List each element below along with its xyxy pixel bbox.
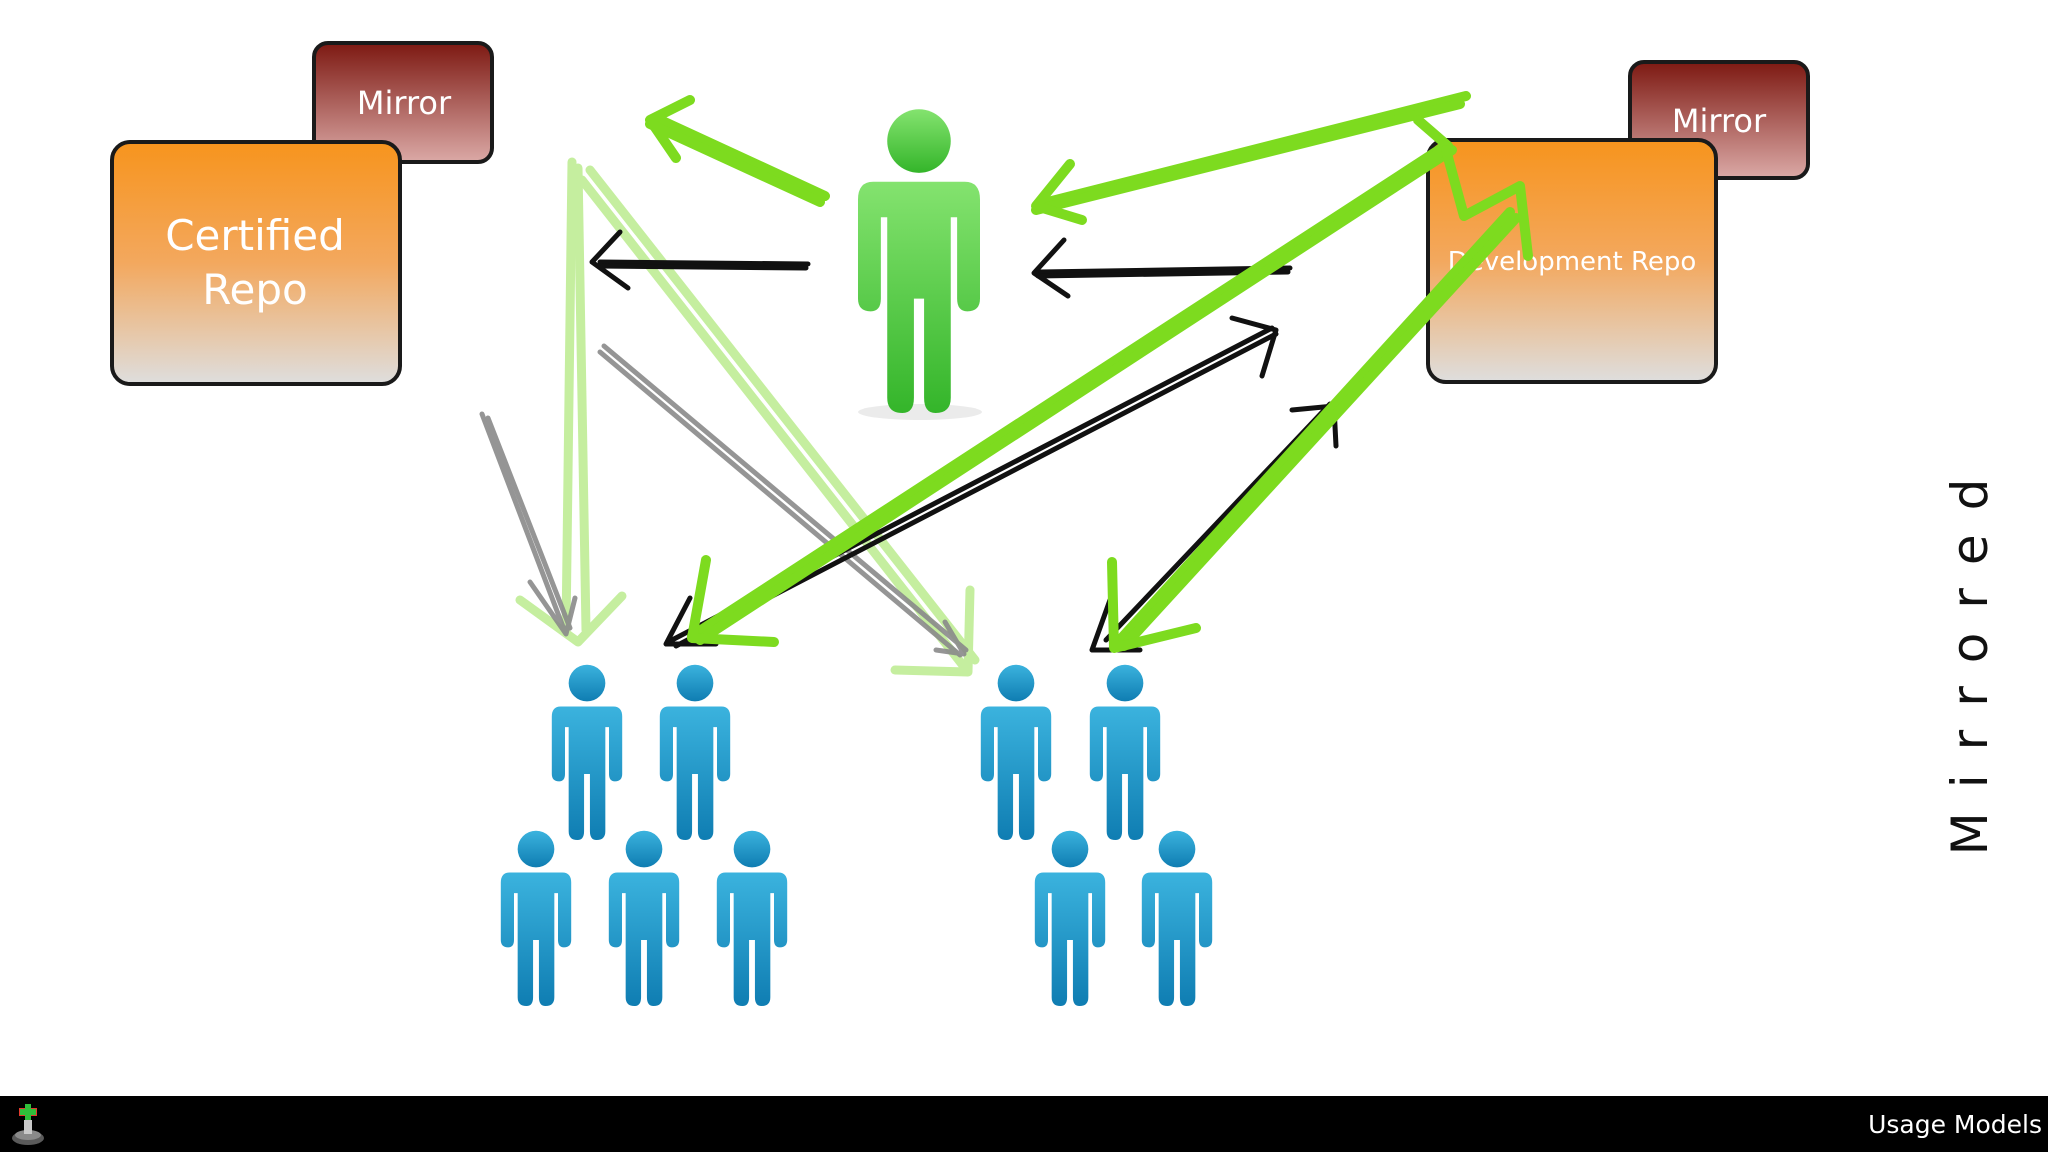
footer-caption: Usage Models [1868, 1110, 2042, 1139]
team-a-person-icon [717, 831, 787, 1006]
certified-repo-box: Certified Repo [112, 142, 400, 384]
arrow-bright-green [650, 96, 1528, 648]
side-title-text: Mirrored [1941, 455, 1999, 856]
development-mirror-label: Mirror [1672, 102, 1767, 140]
certified-repo-group: Mirror Certified Repo [112, 43, 492, 384]
footer-bar: Usage Models [0, 1096, 2048, 1152]
admin-person-icon [858, 109, 982, 420]
team-b-person-icon [1142, 831, 1212, 1006]
team-a-person-icon [501, 831, 571, 1006]
app-plus-icon[interactable] [8, 1104, 48, 1146]
team-a-person-icon [552, 665, 622, 840]
certified-repo-label-line1: Certified [165, 211, 345, 260]
slide: Mirror Certified Repo Mirror Development… [0, 0, 2048, 1096]
certified-repo-label-line2: Repo [202, 265, 308, 314]
team-b-person-icon [1035, 831, 1105, 1006]
team-b-group [981, 665, 1212, 1006]
team-a-person-icon [660, 665, 730, 840]
side-title: Mirrored [1930, 470, 2010, 840]
team-b-person-icon [1090, 665, 1160, 840]
team-a-group [501, 665, 787, 1006]
certified-mirror-label: Mirror [357, 84, 452, 122]
team-a-person-icon [609, 831, 679, 1006]
development-repo-group: Mirror Development Repo [1428, 62, 1808, 382]
usage-diagram: Mirror Certified Repo Mirror Development… [0, 0, 2048, 1096]
team-b-person-icon [981, 665, 1051, 840]
